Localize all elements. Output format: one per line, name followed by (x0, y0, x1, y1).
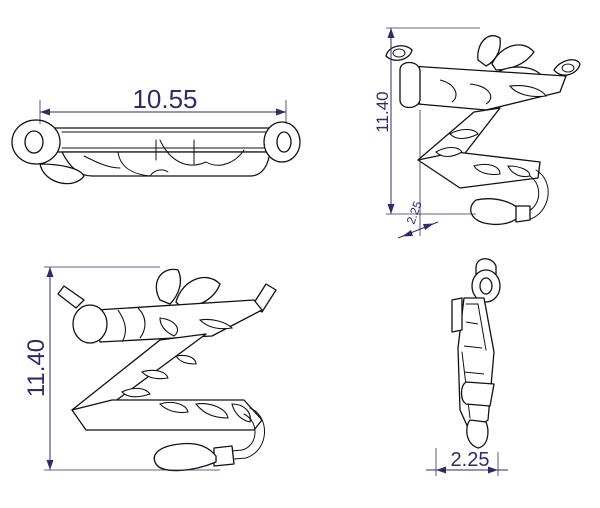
top-width-dimension: 10.55 (132, 84, 197, 114)
iso-depth-dimension: 2.25 (404, 199, 425, 226)
iso-height-dimension: 11.40 (373, 91, 392, 132)
front-view (44, 266, 277, 472)
front-height-dimension: 11.40 (23, 339, 50, 397)
top-view (11, 100, 301, 185)
iso-view (385, 27, 581, 239)
side-view (426, 258, 508, 476)
side-depth-dimension: 2.25 (451, 449, 490, 471)
